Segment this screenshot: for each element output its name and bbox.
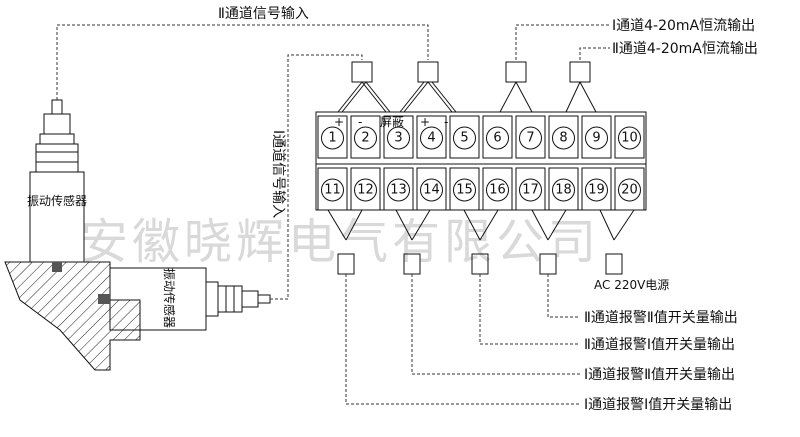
- terminal-cell: [515, 167, 546, 211]
- ch2-alarm2-label: Ⅱ通道报警Ⅱ值开关量输出: [584, 310, 738, 326]
- terminal-cell: [548, 115, 579, 159]
- terminal-cell: [317, 167, 348, 211]
- vertical-sensor: 振动传感器: [27, 99, 87, 272]
- terminal-number: 10: [621, 131, 638, 146]
- terminal-screw: [420, 126, 443, 150]
- terminal-number: 12: [357, 183, 374, 198]
- shield-label: 屏蔽: [380, 115, 404, 129]
- terminal-screw: [387, 178, 410, 202]
- ac-power-label: AC 220V电源: [594, 278, 669, 292]
- terminal-cell: [581, 167, 612, 211]
- top-connectors: [337, 61, 597, 113]
- terminal-cell: [350, 115, 381, 159]
- terminal-screw: [354, 178, 377, 202]
- terminal-screw: [321, 178, 344, 202]
- ch2-signal-cable: [56, 24, 429, 100]
- terminal-screw: [618, 178, 641, 202]
- terminal-number: 7: [526, 131, 534, 146]
- mounting-base: [4, 261, 141, 371]
- terminal-cell: [614, 115, 645, 159]
- terminal-screw: [486, 178, 509, 202]
- horizontal-sensor: 振动传感器: [98, 267, 271, 331]
- ch1-current-output-label: Ⅰ通道4-20mA恒流输出: [612, 18, 755, 34]
- terminal-screw: [354, 126, 377, 150]
- terminal-screw: [453, 126, 476, 150]
- terminal-screw: [321, 126, 344, 150]
- terminal-cell: [515, 115, 546, 159]
- terminal-cell: [548, 167, 579, 211]
- sensor-top-label: 振动传感器: [27, 193, 87, 208]
- sensor-side-label: 振动传感器: [162, 268, 177, 328]
- terminal-number: 20: [621, 183, 638, 198]
- ch1-signal-cable: [270, 54, 363, 300]
- terminal-number: 17: [522, 183, 539, 198]
- terminal-screw: [618, 126, 641, 150]
- terminal-number: 5: [460, 131, 468, 146]
- terminal-screw: [519, 178, 542, 202]
- terminal-number: 18: [555, 183, 572, 198]
- terminal-cell: [383, 115, 414, 159]
- minus-label-1: -: [358, 115, 362, 129]
- terminal-number: 9: [592, 131, 600, 146]
- terminal-screw: [552, 178, 575, 202]
- terminal-screw: [585, 126, 608, 150]
- watermark: 安徽晓辉电气有限公司: [80, 214, 600, 270]
- terminal-screw: [486, 126, 509, 150]
- terminal-number: 19: [588, 183, 605, 198]
- terminal-number: 4: [427, 131, 435, 146]
- terminal-number: 1: [328, 131, 336, 146]
- terminal-number: 2: [361, 131, 369, 146]
- terminal-number: 3: [394, 131, 402, 146]
- terminal-screw: [585, 178, 608, 202]
- terminal-cell: [482, 115, 513, 159]
- terminal-screw: [387, 126, 410, 150]
- terminal-cell: [383, 167, 414, 211]
- terminal-block: [315, 111, 647, 211]
- terminal-cell: [416, 167, 447, 211]
- plus-label-2: +: [420, 115, 430, 129]
- terminal-cell: [614, 167, 645, 211]
- ch1-alarm1-label: Ⅰ通道报警Ⅰ值开关量输出: [584, 397, 732, 413]
- ch1-input-label: Ⅰ通道信号输入: [270, 130, 286, 218]
- terminal-number: 15: [456, 183, 473, 198]
- ch1-alarm2-label: Ⅰ通道报警Ⅱ值开关量输出: [584, 367, 735, 383]
- terminal-screw: [420, 178, 443, 202]
- terminal-number: 13: [390, 183, 407, 198]
- terminal-cell: [449, 115, 480, 159]
- ch2-current-output-label: Ⅱ通道4-20mA恒流输出: [612, 41, 758, 57]
- plus-label-1: +: [334, 115, 344, 129]
- terminal-cell: [581, 115, 612, 159]
- terminal-screw: [519, 126, 542, 150]
- terminal-screw: [453, 178, 476, 202]
- terminal-number: 6: [493, 131, 501, 146]
- terminal-screw: [552, 126, 575, 150]
- terminal-cell: [317, 115, 348, 159]
- ch2-input-label: Ⅱ通道信号输入: [218, 6, 309, 22]
- terminal-number: 11: [324, 183, 341, 198]
- terminal-number: 16: [489, 183, 506, 198]
- terminal-number: 14: [423, 183, 440, 198]
- ch2-alarm1-label: Ⅱ通道报警Ⅰ值开关量输出: [584, 337, 735, 353]
- terminal-cell: [350, 167, 381, 211]
- terminal-cell: [416, 115, 447, 159]
- terminal-number: 8: [559, 131, 567, 146]
- bottom-connectors: [327, 209, 635, 275]
